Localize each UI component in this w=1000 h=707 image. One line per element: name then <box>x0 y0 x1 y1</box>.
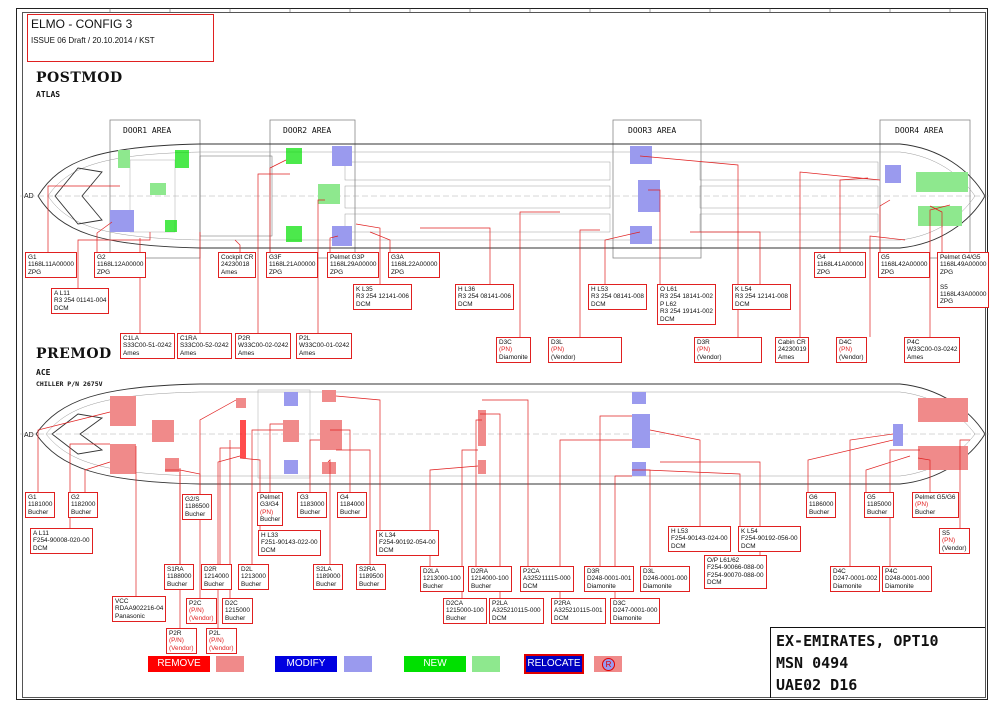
relocate-symbol-icon: R <box>602 658 615 671</box>
postmod-monuments <box>110 146 968 246</box>
drawing-inner-frame <box>22 12 986 698</box>
legend-remove-swatch <box>216 656 244 672</box>
stamp-line3: UAE02 D16 <box>776 676 858 694</box>
page-title: ELMO - CONFIG 3 <box>31 17 133 31</box>
label-postmod-d3r: D3R(PN)(Vendor) <box>694 337 762 364</box>
label-postmod-d3c: D3C(PN)Diamonite <box>496 337 531 364</box>
postmod-seat-rows <box>129 155 879 237</box>
legend-relocate: RELOCATE <box>524 654 584 674</box>
label-premod-s5: S5(PN)(Vendor) <box>939 528 970 555</box>
postmod-title: POSTMOD <box>36 70 123 86</box>
postmod-leaders <box>47 155 951 337</box>
postmod-subtitle: ATLAS <box>36 90 61 99</box>
label-postmod-d4c: D4C(PN)(Vendor) <box>836 337 867 364</box>
aircraft-stamp-box <box>770 627 985 698</box>
label-premod-p2l: P2L(P/N)(Vendor) <box>206 628 237 655</box>
door3-label: DOOR3 AREA <box>628 126 677 135</box>
premod-leaders <box>37 395 970 628</box>
legend-relocate-swatch: R <box>594 656 622 672</box>
legend-modify-swatch <box>344 656 372 672</box>
label-premod-pelmet-g5g6: Pelmet G5/G6(PN)Bucher <box>912 492 959 519</box>
door3-area-box <box>612 119 702 259</box>
title-block: ELMO - CONFIG 3 ISSUE 06 Draft / 20.10.2… <box>27 14 214 62</box>
legend-new: NEW <box>404 656 466 672</box>
stamp-line1: EX-EMIRATES, OPT10 <box>776 632 939 650</box>
drawing-frame <box>16 8 988 700</box>
premod-title: PREMOD <box>36 346 112 362</box>
door4-label: DOOR4 AREA <box>895 126 944 135</box>
door1-label: DOOR1 AREA <box>123 126 172 135</box>
postmod-ad-label: AD <box>24 193 34 200</box>
label-postmod-d3l: D3L(PN)(Vendor) <box>548 337 622 364</box>
premod-subtitle: ACE <box>36 368 51 377</box>
stamp-line2: MSN 0494 <box>776 654 849 672</box>
frame-ticks <box>109 8 951 12</box>
legend-new-swatch <box>472 656 500 672</box>
door2-label: DOOR2 AREA <box>283 126 332 135</box>
legend-remove: REMOVE <box>148 656 210 672</box>
issue-line: ISSUE 06 Draft / 20.10.2014 / KST <box>31 36 155 45</box>
legend-modify: MODIFY <box>275 656 337 672</box>
chiller-note: CHILLER P/N 2675V <box>36 380 103 388</box>
label-premod-p2c: P2C(P/N)(Vendor) <box>186 598 217 625</box>
premod-ad-label: AD <box>24 432 34 439</box>
label-premod-p2r: P2R(P/N)(Vendor) <box>166 628 197 655</box>
postmod-fuselage <box>20 143 990 249</box>
